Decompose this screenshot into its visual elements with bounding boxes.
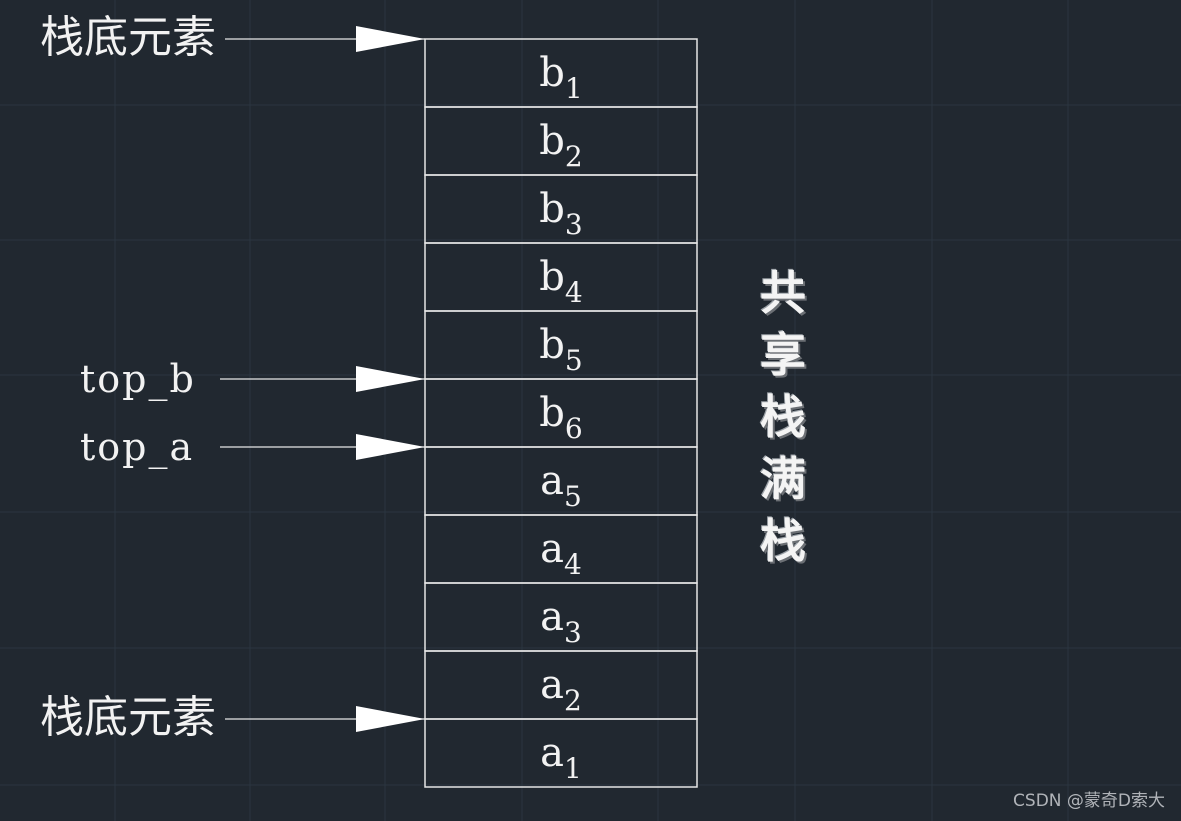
arrow-head bbox=[356, 434, 425, 460]
stack-cell-label: a5 bbox=[425, 458, 697, 511]
cell-label-base: a bbox=[540, 594, 565, 640]
stack-cell-label: b6 bbox=[425, 390, 697, 443]
cell-label-subscript: 2 bbox=[564, 684, 582, 717]
cell-label-subscript: 1 bbox=[564, 752, 582, 785]
stack-cell-label: b1 bbox=[425, 50, 697, 103]
cell-label-base: b bbox=[539, 50, 565, 96]
cell-label-subscript: 3 bbox=[564, 616, 582, 649]
title-char: 享 bbox=[760, 328, 806, 382]
cell-label-subscript: 3 bbox=[564, 208, 583, 241]
title-char: 满 bbox=[760, 452, 806, 506]
stack-cell-label: b4 bbox=[425, 254, 697, 307]
arrow-top-a bbox=[220, 434, 425, 460]
cell-label-base: b bbox=[539, 390, 565, 436]
bottom-element-label-top: 栈底元素 bbox=[40, 12, 216, 63]
stack-cell-label: a3 bbox=[425, 594, 697, 647]
cell-label-base: b bbox=[539, 322, 565, 368]
title-char: 栈 bbox=[760, 514, 806, 568]
shared-stack-full-title: 共 享 栈 满 栈 bbox=[755, 262, 811, 572]
arrow-bottom-element-bottom bbox=[225, 706, 425, 732]
cell-label-subscript: 4 bbox=[564, 548, 582, 581]
title-char: 栈 bbox=[760, 390, 806, 444]
cell-label-base: a bbox=[540, 730, 565, 776]
arrow-head bbox=[356, 26, 425, 52]
stack-cell-label: a2 bbox=[425, 662, 697, 715]
top-b-label: top_b bbox=[80, 357, 196, 401]
arrow-head bbox=[356, 706, 425, 732]
stack-cell-label: b5 bbox=[425, 322, 697, 375]
cell-label-base: b bbox=[539, 118, 565, 164]
cell-label-subscript: 6 bbox=[564, 412, 583, 445]
cell-label-base: b bbox=[539, 186, 565, 232]
top-a-label: top_a bbox=[80, 425, 195, 469]
cell-label-subscript: 4 bbox=[564, 276, 583, 309]
cell-label-subscript: 1 bbox=[564, 72, 583, 105]
cell-label-base: a bbox=[540, 662, 565, 708]
arrow-bottom-element-top bbox=[225, 26, 425, 52]
stack-cell-label: a1 bbox=[425, 730, 697, 783]
cell-label-subscript: 5 bbox=[564, 480, 582, 513]
stack-cells bbox=[424, 38, 698, 788]
stack-cell-label: b3 bbox=[425, 186, 697, 239]
cell-label-base: b bbox=[539, 254, 565, 300]
pointer-arrows bbox=[220, 26, 425, 732]
arrow-top-b bbox=[220, 366, 425, 392]
stack-cell-label: a4 bbox=[425, 526, 697, 579]
cell-label-base: a bbox=[540, 458, 565, 504]
cell-label-subscript: 5 bbox=[564, 344, 583, 377]
title-char: 共 bbox=[760, 266, 806, 320]
arrow-head bbox=[356, 366, 425, 392]
cell-label-subscript: 2 bbox=[564, 140, 583, 173]
cell-label-base: a bbox=[540, 526, 565, 572]
stack-cell bbox=[424, 718, 698, 788]
bottom-element-label-bottom: 栈底元素 bbox=[40, 692, 216, 743]
watermark: CSDN @蒙奇D索大 bbox=[1013, 791, 1165, 811]
stack-cell-label: b2 bbox=[425, 118, 697, 171]
